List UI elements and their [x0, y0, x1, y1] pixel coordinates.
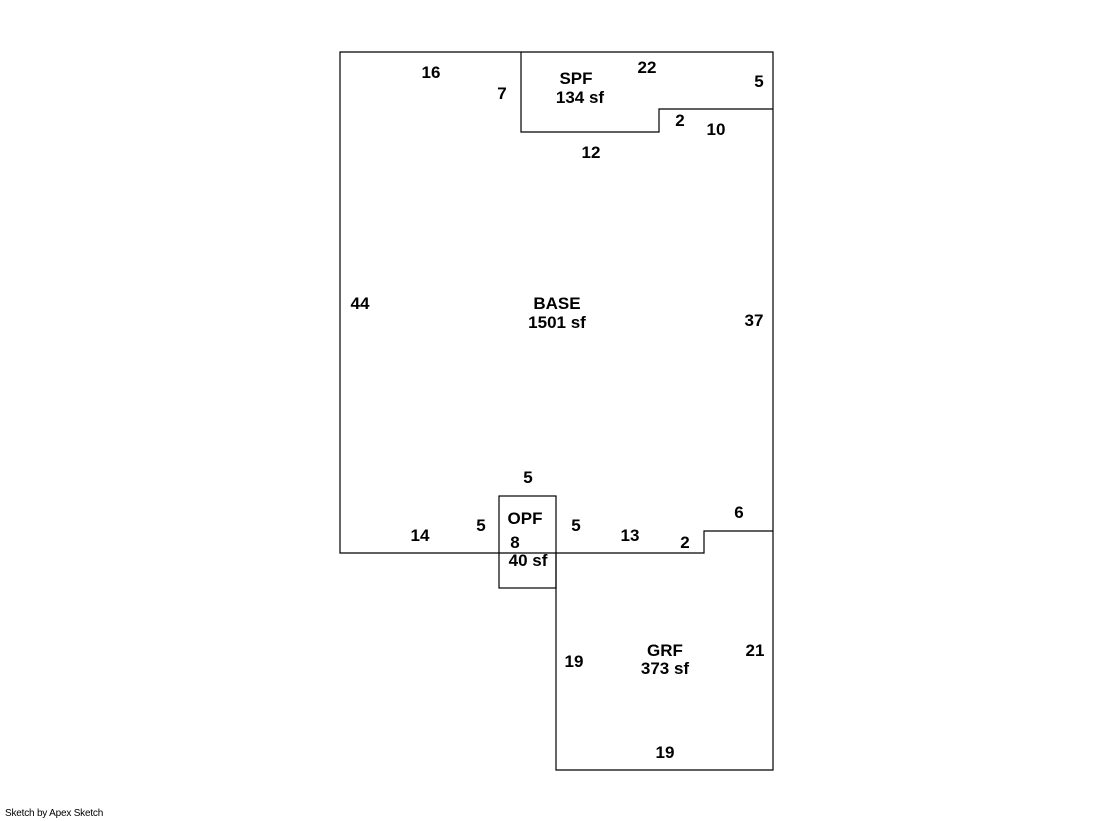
grf-area-label: 373 sf: [641, 659, 690, 678]
dim-opf-left: 5: [476, 516, 485, 535]
dim-spf-bottom: 12: [582, 143, 601, 162]
opf-area-label: 40 sf: [509, 551, 548, 570]
dim-base-bottom-mid: 13: [621, 526, 640, 545]
spf-area-label: 134 sf: [556, 88, 605, 107]
dim-base-right: 37: [745, 311, 764, 330]
dim-opf-right: 5: [571, 516, 580, 535]
grf-code-label: GRF: [647, 641, 683, 660]
dim-base-step: 2: [680, 533, 689, 552]
base-area-outline: [339, 51, 774, 554]
dim-spf-step-top: 10: [707, 120, 726, 139]
dim-grf-bottom: 19: [656, 743, 675, 762]
spf-area-outline: [520, 52, 773, 133]
dim-spf-top: 22: [638, 58, 657, 77]
dim-base-left: 44: [351, 294, 370, 313]
opf-code-label: OPF: [508, 509, 543, 528]
dim-base-top: 16: [422, 63, 441, 82]
dim-opf-depth: 8: [510, 533, 519, 552]
dim-spf-step: 2: [675, 111, 684, 130]
sketch-credit: Sketch by Apex Sketch: [5, 808, 104, 819]
dim-base-bottom-left: 14: [411, 526, 430, 545]
dim-spf-right: 5: [754, 72, 763, 91]
dim-grf-left: 19: [565, 652, 584, 671]
grf-area-outline: [555, 531, 774, 771]
spf-code-label: SPF: [559, 69, 592, 88]
base-code-label: BASE: [533, 294, 580, 313]
opf-area-outline: [498, 495, 557, 589]
dim-opf-top: 5: [523, 468, 532, 487]
base-area-label: 1501 sf: [528, 313, 586, 332]
dim-base-step-top: 6: [734, 503, 743, 522]
dim-spf-left: 7: [497, 84, 506, 103]
dim-grf-right: 21: [746, 641, 765, 660]
